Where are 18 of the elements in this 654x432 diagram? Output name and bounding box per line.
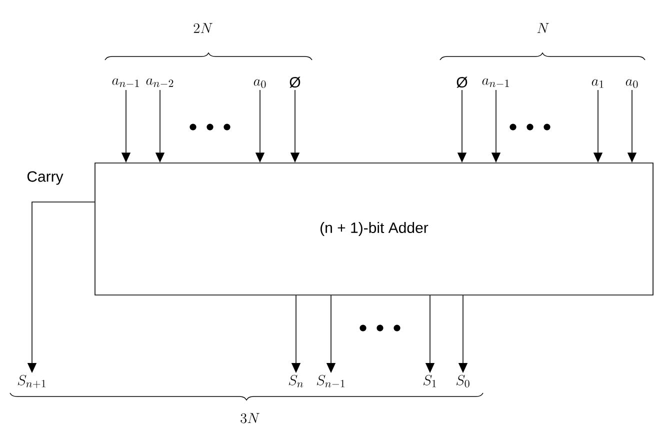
text-label: $N$	[537, 23, 549, 33]
signal-label: Ø	[456, 76, 468, 88]
adder-box: (n + 1)-bit Adder	[94, 162, 654, 296]
signal-label: Ø	[290, 76, 300, 88]
signal-label: $a_{n-2}$	[146, 78, 174, 88]
signal-label: $a_{0}$	[254, 79, 266, 88]
signal-label: $S_{n+1}$	[18, 374, 46, 388]
signal-label: $a_{n-1}$	[482, 78, 509, 88]
text-label: $3N$	[240, 413, 260, 424]
signal-label: $S_{n}$	[288, 374, 304, 388]
signal-label: $S_{1}$	[423, 374, 436, 388]
signal-label: $S_{0}$	[456, 374, 470, 388]
signal-label: $a_{1}$	[592, 79, 604, 88]
signal-label: $a_{n-1}$	[112, 78, 139, 88]
text-label: $2N$	[194, 23, 212, 33]
signal-label: $S_{n-1}$	[316, 374, 344, 388]
text-label: Carry	[27, 171, 64, 185]
signal-label: $a_{0}$	[626, 79, 638, 88]
